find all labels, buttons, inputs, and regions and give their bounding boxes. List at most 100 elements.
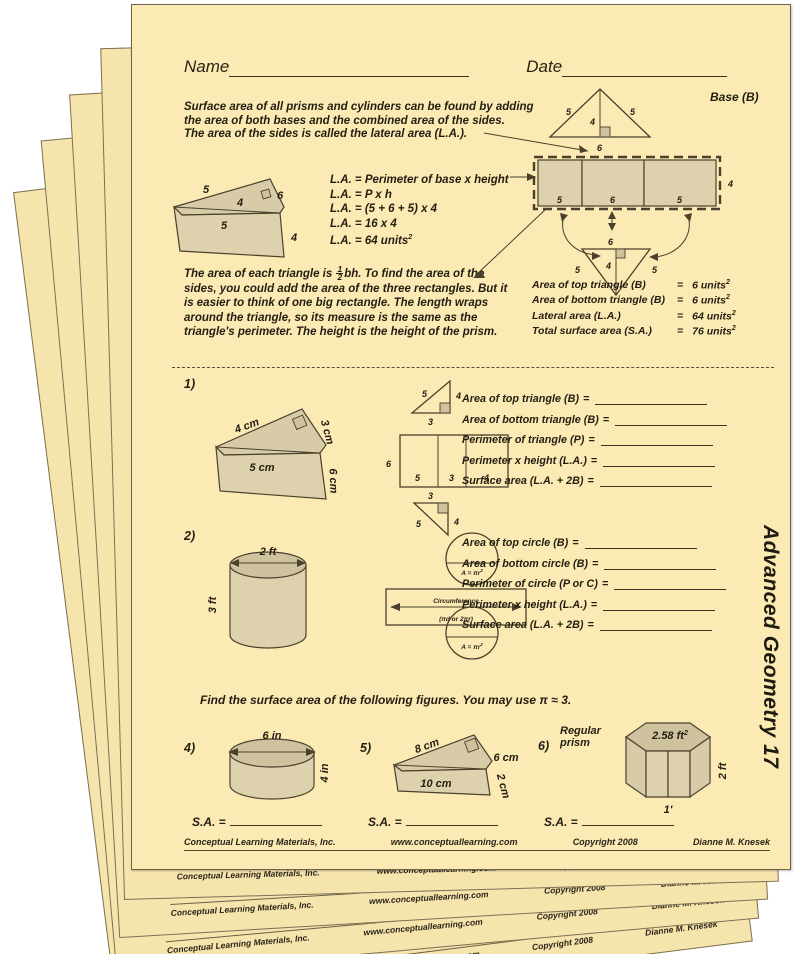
q1-blank-row: Perimeter x height (L.A.) = [462, 455, 727, 467]
result-row: Total surface area (S.A.) = 76 units2 [532, 324, 736, 340]
q6-label-height: 2 ft [717, 761, 729, 780]
result-equals: = [677, 325, 684, 338]
q5-sa-label: S.A. = [368, 815, 402, 829]
intro-line-3: The area of the sides is called the late… [184, 128, 468, 140]
formula-line: L.A. = Perimeter of base x height [330, 174, 509, 186]
footer-copyright: Copyright 2008 [572, 837, 638, 847]
result-label: Lateral area (L.A.) [532, 309, 621, 322]
q1-net-top-base: 3 [428, 417, 433, 427]
q1-blank-label: Area of top triangle (B) [462, 393, 579, 405]
q2-blank-row: Perimeter x height (L.A.) = [462, 599, 726, 611]
q4-label-diameter: 6 in [263, 730, 282, 742]
q1-blank-label: Perimeter of triangle (P) [462, 434, 585, 446]
q5-sa-input[interactable] [405, 813, 498, 826]
q1-blank-equals: = [602, 413, 610, 426]
intro-line-2: the area of both bases and the combined … [184, 114, 505, 127]
result-row: Area of bottom triangle (B) = 6 units2 [532, 293, 736, 309]
q2-blank-label: Perimeter x height (L.A.) [462, 598, 587, 611]
q1-blank-input[interactable] [600, 435, 713, 446]
question-1-number: 1) [184, 377, 196, 391]
q2-net-circumference-label: Circumference [433, 598, 479, 605]
q1-net-top-right: 4 [455, 391, 461, 401]
q4-label-height: 4 in [319, 763, 331, 783]
question-4-number: 4) [184, 741, 196, 755]
result-value: 64 units2 [692, 309, 736, 323]
q6-answer-row: S.A. = [544, 813, 674, 829]
net-rect-seg-2: 6 [610, 195, 616, 205]
q2-blank-input[interactable] [604, 559, 717, 570]
q5-prism-figure: 8 cm 6 cm 10 cm 2 cm [392, 734, 519, 800]
example-label-top-mid: 4 [236, 197, 243, 209]
q2-blank-input[interactable] [584, 538, 697, 549]
name-date-row: Name Date [184, 57, 760, 85]
q1-blank-row: Area of top triangle (B) = [462, 393, 727, 405]
q1-blank-input[interactable] [603, 456, 716, 467]
q1-blank-input[interactable] [595, 394, 708, 405]
net-rect-seg-3: 5 [677, 195, 683, 205]
q2-blank-input[interactable] [599, 620, 712, 631]
result-value: 6 units2 [692, 294, 730, 307]
q1-net-rect-seg-2: 3 [449, 473, 454, 483]
explanation-arrow [473, 208, 547, 278]
net-bottom-tri-height: 4 [605, 261, 611, 271]
net-rect-height: 4 [727, 179, 733, 189]
q1-blank-input[interactable] [599, 476, 712, 487]
example-label-front: 5 [221, 220, 228, 232]
q1-net-bottom-top: 3 [428, 491, 433, 501]
q1-label-5cm: 5 cm [249, 462, 274, 474]
question-2-number: 2) [184, 529, 196, 543]
q2-blank-input[interactable] [614, 579, 727, 590]
result-equals: = [677, 278, 684, 291]
net-top-tri-right: 5 [630, 107, 636, 117]
q5-answer-row: S.A. = [368, 813, 498, 829]
fraction-numerator: 1 [336, 264, 344, 274]
q1-blank-input[interactable] [615, 415, 728, 426]
result-label: Area of bottom triangle (B) [532, 294, 665, 307]
q6-sa-label: S.A. = [544, 815, 578, 829]
q4-sa-label: S.A. = [192, 815, 226, 829]
net-rect-seg-1: 5 [557, 195, 563, 205]
q6-regular-prism-caption: Regular prism [560, 725, 601, 749]
example-results-table: Area of top triangle (B) = 6 units2 Area… [532, 277, 736, 339]
q6-label-side: 1' [664, 804, 673, 816]
date-input-line[interactable] [562, 63, 728, 77]
q1-blank-label: Surface area (L.A. + 2B) [462, 475, 584, 487]
q2-cyl-diameter: 2 ft [259, 546, 278, 558]
q1-net-bottom-hyp: 5 [416, 519, 422, 529]
q1-net-figure: 5 4 3 6 5 3 4 3 5 4 [386, 379, 509, 537]
q1-blank-equals: = [590, 454, 598, 467]
q1-label-6cm: 6 cm [327, 468, 340, 494]
q2-blank-row: Area of bottom circle (B) = [462, 558, 726, 570]
footer-company: Conceptual Learning Materials, Inc. [170, 899, 314, 918]
q4-sa-input[interactable] [229, 813, 322, 826]
net-top-tri-base: 6 [597, 143, 603, 153]
q5-label-10cm: 10 cm [420, 778, 451, 790]
question-5-number: 5) [360, 741, 372, 755]
intro-paragraph: Surface area of all prisms and cylinders… [184, 101, 534, 142]
q2-blank-equals: = [591, 557, 599, 570]
q1-net-bottom-right: 4 [453, 517, 459, 527]
explain-seg-2: bh. To find the area of the sides, you c… [184, 268, 508, 339]
q1-blank-equals: = [588, 434, 595, 446]
name-input-line[interactable] [229, 63, 470, 77]
q6-label-base-area: 2.58 ft2 [651, 730, 688, 742]
net-bottom-tri-right: 5 [652, 265, 658, 275]
q6-caption-line-2: prism [560, 737, 590, 749]
q2-blank-row: Surface area (L.A. + 2B) = [462, 619, 726, 631]
q1-net-rect-seg-1: 5 [415, 473, 421, 483]
fraction-denominator: 2 [337, 272, 343, 282]
intro-arrow [483, 132, 589, 153]
footer-company: Conceptual Learning Materials, Inc. [166, 932, 311, 954]
result-row: Area of top triangle (B) = 6 units2 [532, 277, 736, 293]
q2-blank-input[interactable] [603, 600, 716, 611]
formula-line-last: L.A. = 64 units2 [330, 234, 413, 247]
q2-net-bottom-circle-formula: A = πr2 [460, 642, 483, 651]
q2-blank-equals: = [587, 619, 594, 631]
question-6-number: 6) [538, 739, 550, 753]
q1-blank-equals: = [582, 393, 590, 405]
q2-net-top-circle-formula: A = πr2 [460, 568, 483, 577]
name-label: Name [184, 57, 230, 76]
footer-author: Dianne M. Knesek [692, 837, 770, 847]
q2-blank-label: Area of bottom circle (B) [462, 557, 588, 570]
q6-sa-input[interactable] [581, 813, 674, 826]
